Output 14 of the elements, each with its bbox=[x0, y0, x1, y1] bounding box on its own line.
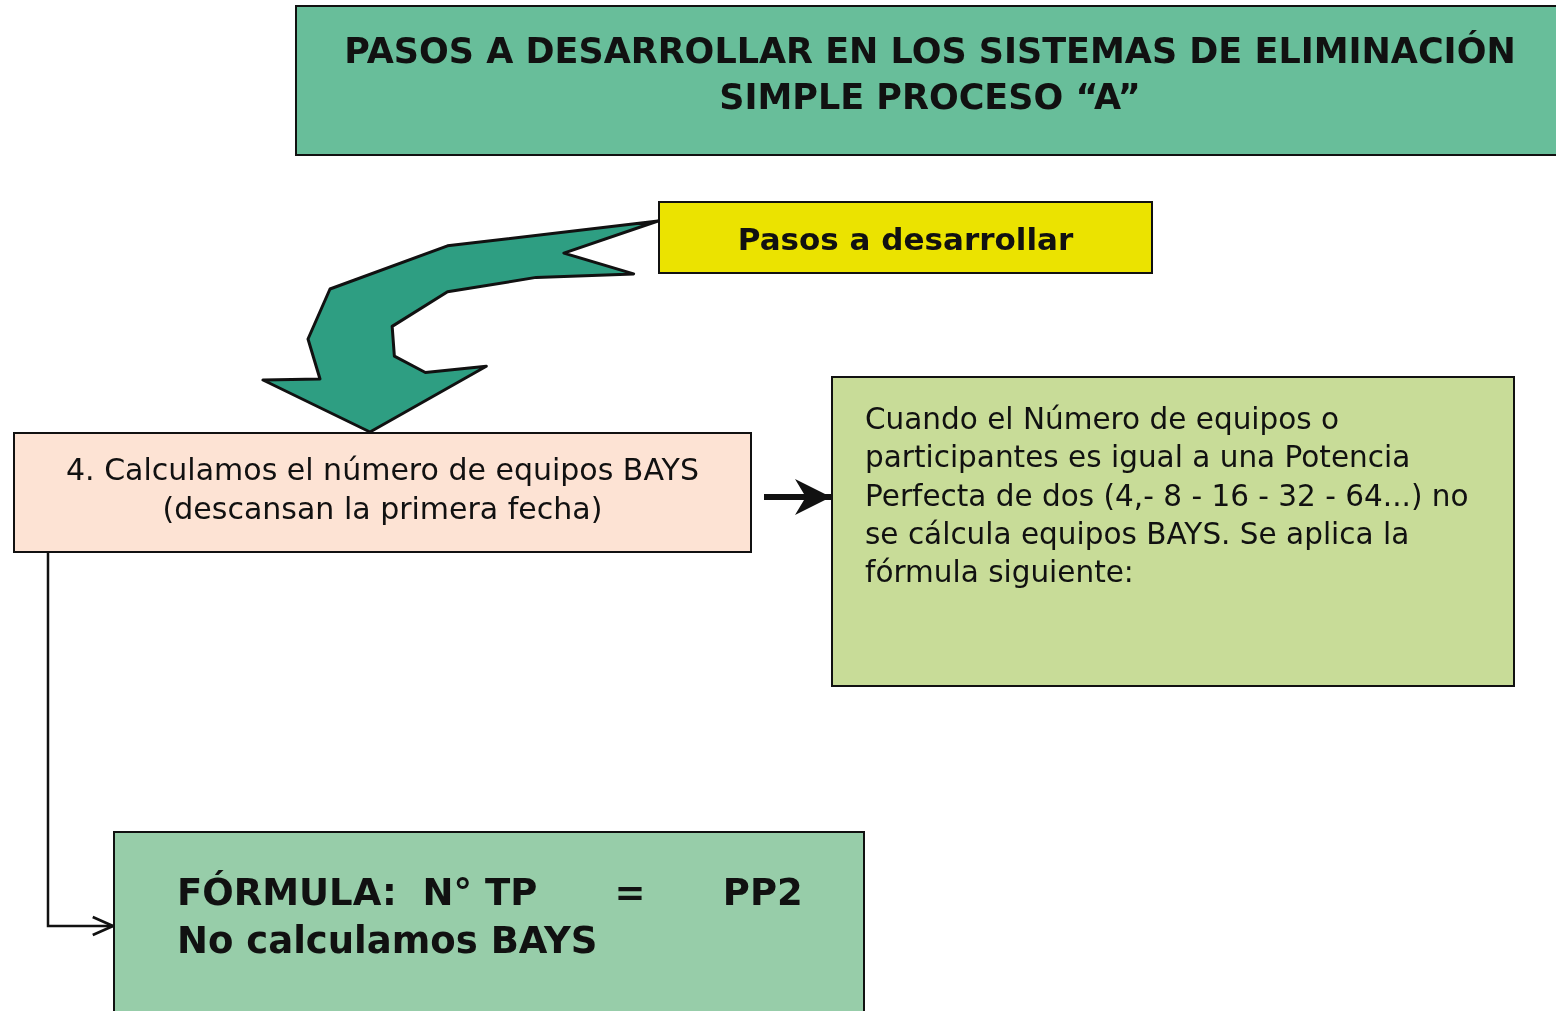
title-box bbox=[295, 5, 1556, 156]
box-text: Pasos a desarrollar bbox=[736, 220, 1075, 259]
box-text: No calculamos BAYS bbox=[177, 918, 599, 965]
text-box bbox=[13, 432, 752, 553]
title-text: PASOS A DESARROLLAR EN LOS SISTEMAS DE ELIMINACIÓN SIMPLE PROCESO “A” bbox=[343, 29, 1517, 119]
arrow bbox=[46, 553, 115, 937]
curved-block-arrow bbox=[764, 479, 831, 515]
box-text: 4. Calculamos el número de equipos BAYS (descansan la primera fecha) bbox=[65, 451, 700, 528]
text-box bbox=[831, 376, 1515, 687]
curved-block-arrow bbox=[261, 219, 660, 434]
box-text: FÓRMULA: N° TP = PP2 bbox=[177, 869, 804, 916]
text-box bbox=[658, 201, 1153, 274]
box-text: Cuando el Número de equipos o participantes es igual a una Potencia Perfecta de dos (4,- 8 - 16 - 32 - 64...) no se cálcula equipos BAYS. Se aplica la fórmula siguiente: bbox=[865, 401, 1470, 592]
text-box bbox=[113, 831, 865, 1011]
